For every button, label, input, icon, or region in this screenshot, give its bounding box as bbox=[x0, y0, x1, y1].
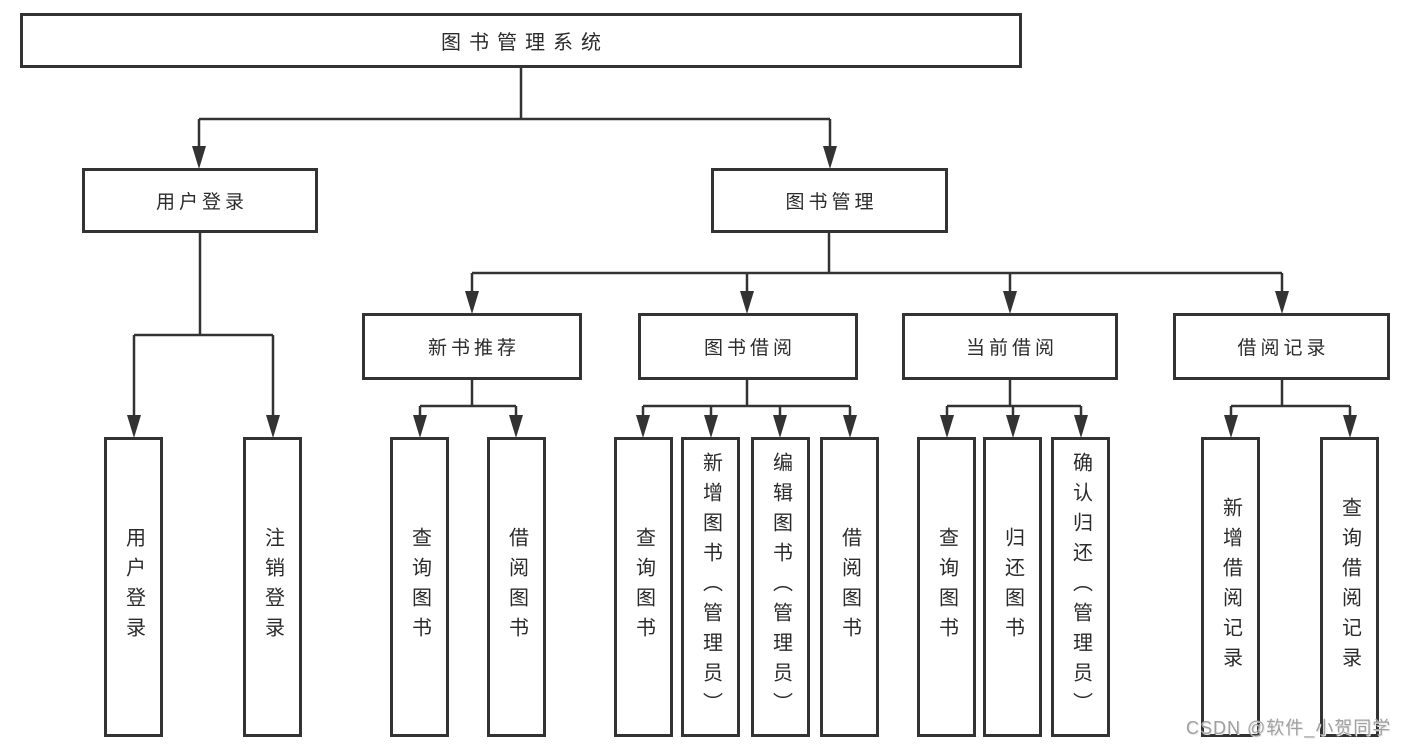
connector-bookmgmt-to-level3 bbox=[470, 233, 1284, 295]
leaf-label: 编辑图书（管理员） bbox=[769, 452, 792, 722]
connector-root-to-level2 bbox=[197, 68, 832, 150]
leaf-return-book: 归还图书 bbox=[983, 437, 1042, 737]
leaf-logout: 注销登录 bbox=[243, 437, 302, 737]
node-borrow-records: 借阅记录 bbox=[1173, 313, 1390, 380]
connector-newbook-to-leaves bbox=[418, 380, 518, 420]
leaf-label: 查询借阅记录 bbox=[1338, 497, 1361, 677]
node-user-login-branch: 用户登录 bbox=[82, 168, 318, 233]
leaf-borrow-book-recommend: 借阅图书 bbox=[487, 437, 546, 737]
leaf-confirm-return-admin: 确认归还（管理员） bbox=[1051, 437, 1110, 737]
leaf-label: 查询图书 bbox=[935, 527, 958, 647]
leaf-query-book-borrow: 查询图书 bbox=[614, 437, 673, 737]
connector-userlogin-to-leaves bbox=[132, 233, 275, 420]
node-new-book-recommend: 新书推荐 bbox=[362, 313, 582, 380]
leaf-query-borrow-record: 查询借阅记录 bbox=[1320, 437, 1379, 737]
node-book-management: 图书管理 bbox=[711, 168, 948, 233]
leaf-query-book-recommend: 查询图书 bbox=[390, 437, 449, 737]
leaf-label: 归还图书 bbox=[1001, 527, 1024, 647]
leaf-label: 确认归还（管理员） bbox=[1069, 452, 1092, 722]
node-label: 图书管理系统 bbox=[441, 32, 609, 54]
leaf-label: 借阅图书 bbox=[838, 527, 861, 647]
leaf-label: 查询图书 bbox=[408, 527, 431, 647]
leaf-label: 新增图书（管理员） bbox=[699, 452, 722, 722]
node-label: 图书借阅 bbox=[703, 338, 796, 359]
node-label: 当前借阅 bbox=[965, 338, 1058, 359]
leaf-add-book-admin: 新增图书（管理员） bbox=[681, 437, 740, 737]
leaf-edit-book-admin: 编辑图书（管理员） bbox=[751, 437, 810, 737]
connector-bookborrow-to-leaves bbox=[641, 380, 852, 420]
node-label: 新书推荐 bbox=[427, 338, 520, 359]
node-library-management-system: 图书管理系统 bbox=[20, 13, 1022, 68]
leaf-label: 借阅图书 bbox=[505, 527, 528, 647]
leaf-add-borrow-record: 新增借阅记录 bbox=[1201, 437, 1260, 737]
leaf-label: 新增借阅记录 bbox=[1219, 497, 1242, 677]
leaf-user-login: 用户登录 bbox=[104, 437, 163, 737]
node-label: 图书管理 bbox=[785, 192, 878, 213]
node-book-borrow: 图书借阅 bbox=[638, 313, 858, 380]
arrowheads bbox=[127, 146, 1357, 438]
leaf-label: 查询图书 bbox=[632, 527, 655, 647]
leaf-label: 用户登录 bbox=[122, 527, 145, 647]
node-label: 用户登录 bbox=[155, 192, 248, 213]
leaf-query-book-current: 查询图书 bbox=[917, 437, 976, 737]
leaf-borrow-book-borrow: 借阅图书 bbox=[820, 437, 879, 737]
connector-records-to-leaves bbox=[1229, 380, 1352, 420]
leaf-label: 注销登录 bbox=[261, 527, 284, 647]
csdn-watermark: CSDN @软件_小贺同学 bbox=[1186, 718, 1392, 738]
node-label: 借阅记录 bbox=[1237, 338, 1330, 359]
connector-currentborrow-to-leaves bbox=[945, 380, 1083, 420]
node-current-borrow: 当前借阅 bbox=[902, 313, 1118, 380]
